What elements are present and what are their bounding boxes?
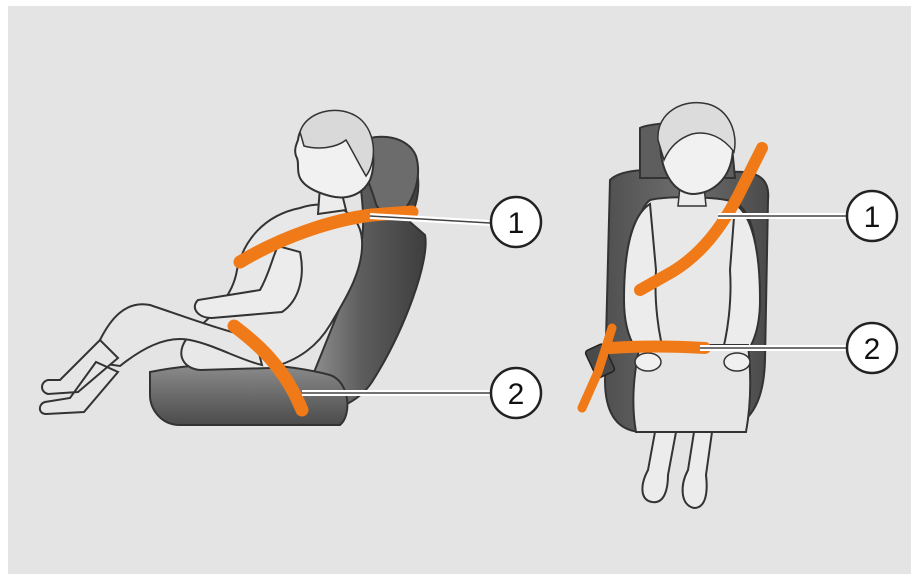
front-view-figure: [582, 103, 768, 508]
side-view-figure: [40, 110, 426, 425]
front-occupant-hand-right: [724, 353, 750, 371]
callout-label-right-2: 2: [864, 333, 881, 366]
lap-belt-front: [610, 347, 705, 349]
callout-label-left-2: 2: [508, 378, 525, 411]
callout-label-right-1: 1: [864, 201, 881, 234]
occupant-lower-legs: [40, 340, 118, 414]
callout-label-left-1: 1: [508, 207, 525, 240]
front-occupant-legs: [642, 432, 712, 508]
front-occupant-hand-left: [635, 353, 661, 371]
